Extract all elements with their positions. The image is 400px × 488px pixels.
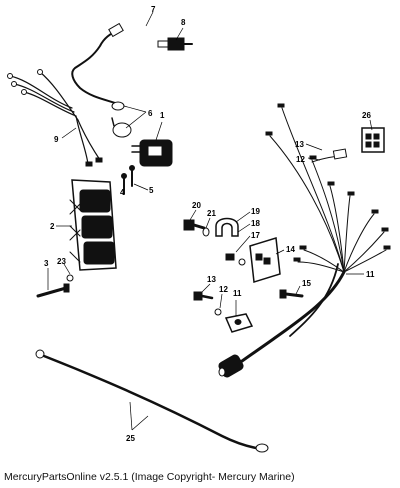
- parts-diagram: 7 8 6 1 9 4 5 2 3 23 20 21 19 18 17 14 1…: [7, 5, 391, 453]
- svg-text:8: 8: [181, 18, 186, 27]
- svg-text:20: 20: [192, 201, 201, 210]
- svg-text:19: 19: [251, 207, 260, 216]
- screw-16[interactable]: [193, 291, 214, 301]
- svg-text:26: 26: [362, 111, 371, 120]
- svg-text:15: 15: [302, 279, 311, 288]
- bolt-22[interactable]: [183, 219, 206, 231]
- image-copyright-caption: MercuryPartsOnline v2.5.1 (Image Copyrig…: [4, 471, 295, 483]
- callout-14: 11: [233, 289, 242, 316]
- callout-1: 1: [155, 111, 165, 141]
- callout-15: 12: [219, 285, 228, 309]
- clamp-21[interactable]: [215, 217, 239, 237]
- callout-12: 12: [296, 155, 321, 164]
- svg-text:7: 7: [151, 5, 156, 14]
- svg-text:12: 12: [219, 285, 228, 294]
- bolt-long[interactable]: [36, 283, 70, 298]
- callout-6: 6: [123, 105, 153, 129]
- svg-text:5: 5: [149, 186, 154, 195]
- clip-14[interactable]: [224, 313, 254, 333]
- callout-11: 11: [346, 270, 375, 279]
- switch-box[interactable]: [69, 179, 117, 271]
- svg-text:4: 4: [120, 188, 125, 197]
- svg-text:13: 13: [295, 140, 304, 149]
- wire-harness-small[interactable]: [7, 69, 103, 167]
- svg-text:12: 12: [296, 155, 305, 164]
- spark-plug-lead[interactable]: [71, 22, 124, 105]
- ground-strap[interactable]: [35, 349, 269, 453]
- spark-plug[interactable]: [157, 37, 193, 51]
- washer-15[interactable]: [214, 308, 222, 316]
- connector-26[interactable]: [361, 127, 385, 153]
- fuse-lead[interactable]: [311, 148, 348, 163]
- svg-text:13: 13: [207, 275, 216, 284]
- svg-text:21: 21: [207, 209, 216, 218]
- ignition-coil[interactable]: [131, 139, 173, 167]
- svg-text:17: 17: [251, 231, 260, 240]
- callout-21: 19: [235, 207, 260, 223]
- svg-text:11: 11: [233, 289, 242, 298]
- svg-text:3: 3: [44, 259, 49, 268]
- bolt-18[interactable]: [279, 289, 304, 299]
- callout-26: 26: [362, 111, 373, 131]
- callout-9: 9: [54, 127, 77, 144]
- svg-text:6: 6: [148, 109, 153, 118]
- callout-22: 20: [189, 201, 201, 221]
- svg-text:18: 18: [251, 219, 260, 228]
- callout-3: 3: [44, 259, 49, 290]
- washer-23[interactable]: [202, 227, 210, 237]
- callout-24: 25: [126, 401, 149, 443]
- callout-17: 14: [275, 245, 295, 255]
- svg-text:25: 25: [126, 434, 135, 443]
- svg-text:9: 9: [54, 135, 59, 144]
- callout-5: 5: [133, 183, 154, 195]
- nut-19[interactable]: [225, 253, 235, 261]
- svg-text:2: 2: [50, 222, 55, 231]
- callout-2: 2: [50, 222, 72, 231]
- svg-text:23: 23: [57, 257, 66, 266]
- coil-boots[interactable]: [111, 101, 132, 138]
- svg-text:11: 11: [366, 270, 375, 279]
- washer-25[interactable]: [66, 274, 74, 282]
- callout-4: 4: [120, 188, 125, 197]
- callout-16: 13: [201, 275, 216, 293]
- washer-20[interactable]: [238, 258, 246, 266]
- svg-text:1: 1: [160, 111, 165, 120]
- callout-23: 21: [205, 209, 216, 229]
- callout-20: 18: [237, 219, 260, 233]
- bracket-17[interactable]: [249, 237, 281, 283]
- callout-13: 13: [295, 140, 323, 151]
- callout-19: 17: [235, 231, 260, 253]
- main-wire-harness[interactable]: [217, 103, 391, 378]
- callout-8: 8: [175, 18, 186, 41]
- callout-7: 7: [145, 5, 156, 27]
- callout-18: 15: [295, 279, 311, 295]
- screw-small[interactable]: [121, 165, 135, 195]
- svg-text:14: 14: [286, 245, 295, 254]
- callout-25: 23: [57, 257, 71, 275]
